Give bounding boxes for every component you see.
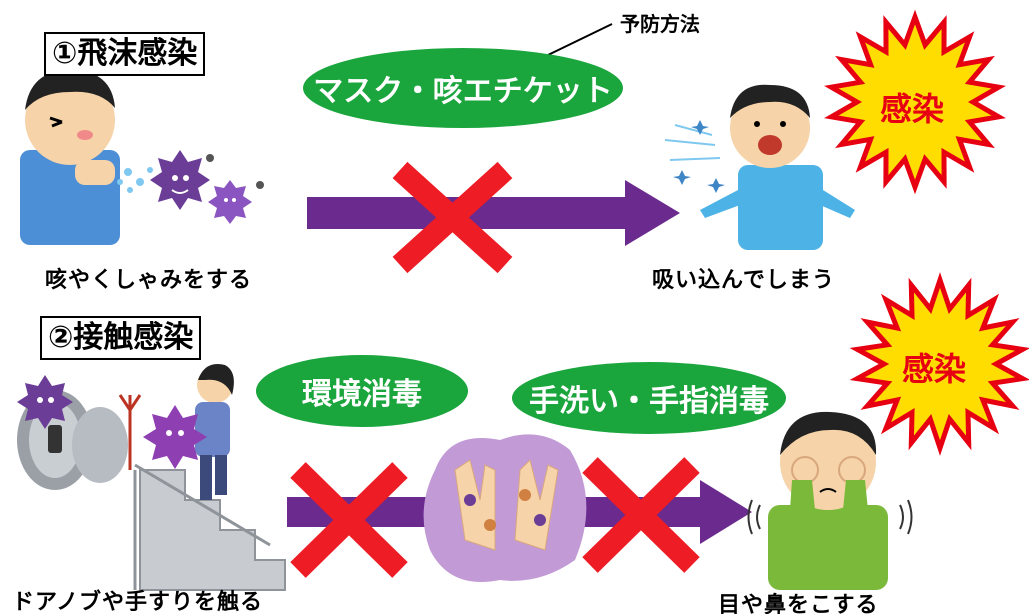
contaminated-hands-icon	[423, 434, 587, 582]
caption-inhale: 吸い込んでしまう	[652, 268, 835, 293]
caption-cough-sneeze: 咳やくしゃみをする	[45, 268, 253, 293]
block-x-icon	[392, 161, 513, 274]
shake-lines-icon	[747, 499, 913, 535]
virus-icon	[17, 375, 73, 429]
prevention-label: 予防方法	[620, 12, 700, 36]
stairs-icon	[133, 463, 286, 591]
prevention-handwashing: 手洗い・手指消毒	[512, 362, 786, 434]
infection-burst-2	[849, 272, 1029, 456]
virus-icon	[150, 150, 210, 210]
sneezing-boy-icon	[20, 70, 120, 245]
sparkle-icon	[673, 120, 725, 193]
infection-burst-1	[824, 9, 1006, 195]
section-title-contact: ②接触感染	[40, 316, 202, 360]
section-title-droplet: ①飛沫感染	[44, 32, 206, 76]
prevention-environment-disinfection: 環境消毒	[256, 355, 468, 427]
woman-icon	[195, 364, 234, 500]
devil-virus-icon	[118, 394, 207, 470]
virus-icon	[208, 180, 252, 224]
prevention-mask-etiquette: マスク・咳エチケット	[303, 48, 623, 128]
block-x-icon	[290, 462, 408, 578]
caption-rub-eyes-nose: 目や鼻をこする	[718, 593, 879, 614]
eye-rubbing-boy-icon	[768, 411, 888, 590]
inhaling-boy-icon	[700, 84, 855, 250]
spray-icon	[117, 167, 153, 193]
caption-door-knob-handrail: ドアノブや手すりを触る	[12, 590, 264, 614]
block-x-icon	[582, 457, 700, 573]
infection-label-1: 感染	[880, 90, 945, 128]
prevention-pointer	[547, 23, 613, 56]
infection-label-2: 感染	[902, 350, 967, 388]
inhale-lines-icon	[664, 124, 721, 161]
